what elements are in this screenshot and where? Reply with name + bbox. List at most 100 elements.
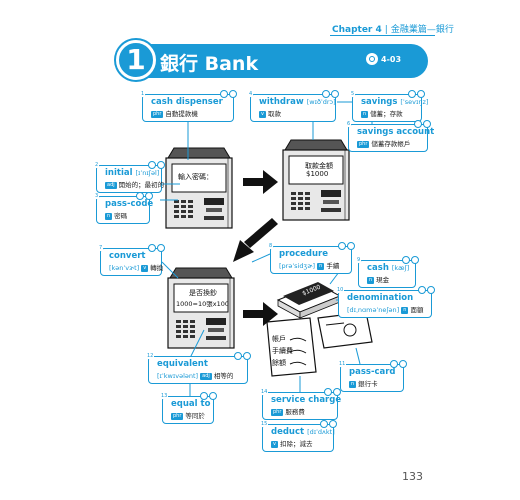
record-icons[interactable] [322,90,339,98]
vocab-word: pass-card [349,367,396,377]
atm-machine-2 [282,139,350,221]
vocab-meaning: 等同於 [185,412,205,420]
record-icons[interactable] [408,90,425,98]
arrow-right-1 [243,170,278,194]
vocab-word: equal to [171,399,211,409]
track-label: 4-03 [381,54,402,64]
vocab-word: cash dispenser [151,97,223,107]
atm2-screen-line2: $1000 [306,170,329,178]
vocab-meaning: 自動提款機 [165,110,198,118]
vocab-ipa: [ˈsevɪŋz] [400,98,429,106]
vocab-ipa: [wɪðˈdrɔ] [306,98,336,106]
pos-tag: n [401,306,409,314]
record-icons[interactable] [414,120,431,128]
pos-tag: adj [200,372,212,380]
vocab-word: denomination [347,293,414,303]
vocab-index: 11 [338,361,347,367]
vocab-word: deduct [271,427,305,437]
chapter-header: Chapter 4|金融業篇—銀行 [332,22,454,35]
record-icons[interactable] [136,192,153,200]
record-icons[interactable] [390,360,407,368]
cd-icon [366,53,378,65]
pos-tag: phr [357,140,370,148]
section-label: 金融業篇—銀行 [390,25,454,35]
record-icons[interactable] [148,244,165,252]
record-icons[interactable] [220,90,237,98]
vocab-index: 9 [356,257,362,263]
vocab-word: pass-code [105,199,154,209]
record-icons[interactable] [320,420,337,428]
record-icons[interactable] [148,161,165,169]
vocab-word: service charge [271,395,342,405]
vocab-index: 1 [140,91,146,97]
receipt-illustration [266,317,317,377]
vocab-index: 4 [248,91,254,97]
vocab-meaning: 相等的 [213,372,234,380]
atm-machine-1 [165,147,233,229]
vocab-index: 14 [260,389,269,395]
vocab-meaning: 扣除；減去 [279,440,313,448]
vocab-word: cash [367,263,389,273]
title-number: 1 [116,40,156,80]
vocab-word: savings account [357,127,435,137]
vocab-index: 7 [98,245,104,251]
header-separator: | [384,25,388,35]
vocab-index: 3 [94,193,100,199]
pos-tag: v [259,110,266,118]
page-number: 133 [402,470,423,483]
vocab-ipa: [ɪˈkwɪvələnt] [157,372,199,380]
vocab-index: 15 [260,421,269,427]
record-icons[interactable] [418,286,435,294]
pos-tag: phr [151,110,164,118]
vocab-word: savings [361,97,398,107]
arrow-right-2 [243,302,278,326]
receipt-line-1: 帳戶 [272,335,286,343]
vocab-index: 8 [268,243,274,249]
vocab-ipa: [dɪˌnɑməˈneʃən] [347,306,400,314]
pos-tag: n [349,380,357,388]
vocab-meaning: 儲蓄存款帳戶 [371,140,411,148]
vocab-word: convert [109,251,146,261]
vocab-word: initial [105,168,133,178]
atm3-screen-line2: 1000=10張x100 [176,300,230,308]
vocab-ipa: [ɪˈnɪʃəl] [135,169,160,177]
record-icons[interactable] [402,256,419,264]
vocab-meaning: 儲蓄；存款 [370,110,403,118]
page-title: 銀行 Bank [160,53,259,75]
record-icons[interactable] [234,352,251,360]
receipt-line-2: 手續費 [272,347,293,355]
vocab-word: equivalent [157,359,208,369]
record-icons[interactable] [200,392,217,400]
vocab-index: 13 [160,393,169,399]
pos-tag: n [105,212,113,220]
vocab-meaning: 面額 [410,306,424,314]
record-icons[interactable] [338,242,355,250]
audio-track[interactable]: 4-03 [366,53,401,65]
pos-tag: v [141,264,149,272]
pos-tag: phr [271,408,284,416]
pos-tag: phr [171,412,184,420]
vocab-index: 10 [336,287,345,293]
header-rule [330,35,435,36]
vocab-meaning: 密碼 [114,212,128,220]
atm3-screen-line1: 是否換鈔 [189,289,217,297]
record-icons[interactable] [324,388,341,396]
vocab-index: 2 [94,162,100,168]
vocab-ipa: [kæʃ] [391,264,410,272]
pos-tag: n [361,110,369,118]
